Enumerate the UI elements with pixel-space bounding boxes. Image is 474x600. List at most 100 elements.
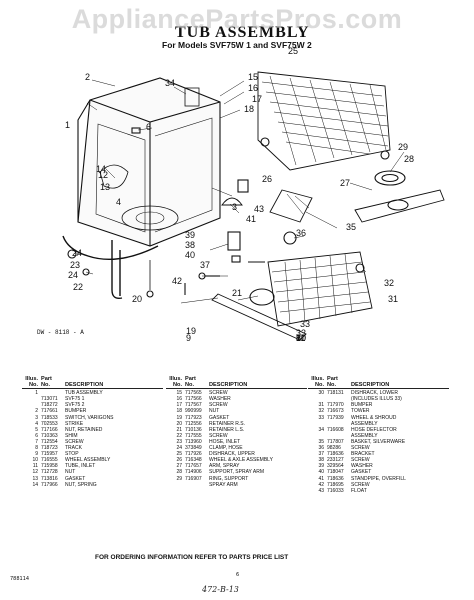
part-description: HOSE, INLET — [209, 438, 241, 445]
callout-number: 29 — [398, 142, 408, 152]
part-no: 702553 — [41, 420, 58, 427]
part-no: 716348 — [185, 457, 202, 464]
part-description: SPRAY ARM — [209, 481, 238, 488]
part-no: 718636 — [327, 475, 344, 482]
part-description: (INCLUDES ILLUS 33) — [351, 396, 402, 403]
illus-no: 29 — [176, 475, 182, 482]
illus-no: 35 — [318, 438, 324, 445]
illus-no: 34 — [318, 426, 324, 433]
part-description: SWITCH, VARIGONS — [65, 414, 114, 421]
part-description: FLOAT — [351, 487, 367, 494]
part-no: 716907 — [185, 475, 202, 482]
illus-no: 1 — [35, 390, 38, 397]
part-no: 713960 — [185, 438, 202, 445]
part-no: 718723 — [41, 445, 58, 452]
illus-no: 41 — [318, 475, 324, 482]
illus-no: 30 — [318, 390, 324, 397]
callout-number: 37 — [200, 260, 210, 270]
callout-number: 20 — [132, 294, 142, 304]
callout-number: 10 — [296, 333, 306, 343]
part-no: 373849 — [185, 445, 202, 452]
part-description: NUT, SPRING — [65, 481, 97, 488]
part-description: SUPPORT, SPRAY ARM — [209, 469, 265, 476]
part-description: SCREW — [209, 432, 228, 439]
part-no: 712556 — [185, 420, 202, 427]
table-row: ASSEMBLY — [308, 433, 449, 439]
part-no: 98286 — [327, 445, 341, 452]
part-description: DISHRACK, LOWER — [351, 390, 398, 397]
model-subtitle: For Models SVF75W 1 and SVF75W 2 — [162, 40, 312, 50]
part-no: 718533 — [41, 414, 58, 421]
part-description: TUBE, INLET — [65, 463, 96, 470]
part-no: 716555 — [41, 457, 58, 464]
part-description: ASSEMBLY — [351, 432, 378, 439]
ordering-footer: FOR ORDERING INFORMATION REFER TO PARTS … — [95, 554, 289, 561]
part-description: DISHRACK, UPPER — [209, 451, 255, 458]
callout-number: 35 — [346, 222, 356, 232]
table-header-row: No.No.DESCRIPTION — [166, 382, 307, 390]
part-description: HOSE DEFLECTOR — [351, 426, 397, 433]
callout-number: 19 — [186, 326, 196, 336]
callout-number: 2 — [85, 72, 90, 82]
part-no: 233127 — [327, 457, 344, 464]
illus-no: 37 — [318, 451, 324, 458]
callout-number: 41 — [246, 214, 256, 224]
part-description: SCREW — [351, 457, 370, 464]
part-description: WASHER — [209, 396, 231, 403]
drawing-number: DW - 8118 - A — [37, 329, 84, 336]
part-description: STANDPIPE, OVERFILL — [351, 475, 406, 482]
handwritten-note: 472-B-13 — [202, 585, 239, 594]
part-no: 717566 — [185, 396, 202, 403]
part-no: 713071 — [41, 396, 58, 403]
callout-number: 33 — [296, 328, 306, 338]
part-no: 717555 — [185, 432, 202, 439]
illus-no: 10 — [32, 457, 38, 464]
illus-no: 28 — [176, 469, 182, 476]
illus-no: 25 — [176, 451, 182, 458]
callout-number: 3 — [232, 202, 237, 212]
part-description: GASKET — [209, 414, 230, 421]
illus-no: 13 — [32, 475, 38, 482]
part-no: 717807 — [327, 438, 344, 445]
table-row: (INCLUDES ILLUS 33) — [308, 396, 449, 402]
callout-number: 34 — [165, 78, 175, 88]
part-description: SCREW — [351, 481, 370, 488]
part-description: RING, SUPPORT — [209, 475, 249, 482]
table-header-row: Illus.Part — [169, 376, 196, 382]
part-no: 717966 — [41, 481, 58, 488]
callout-number: 26 — [262, 174, 272, 184]
illus-no: 32 — [318, 408, 324, 415]
part-no: 716673 — [327, 408, 344, 415]
illus-no: 27 — [176, 463, 182, 470]
part-no: 717939 — [327, 414, 344, 421]
callout-number: 23 — [70, 260, 80, 270]
callout-number: 24 — [72, 248, 82, 258]
illus-no: 11 — [32, 463, 38, 470]
illus-no: 43 — [318, 487, 324, 494]
part-no: 716608 — [327, 426, 344, 433]
